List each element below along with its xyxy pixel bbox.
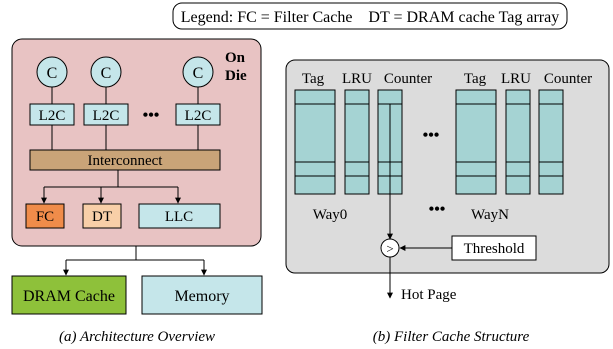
on-die-label-line2: Die	[225, 68, 247, 84]
threshold-label: Threshold	[464, 241, 525, 257]
interconnect-label: Interconnect	[88, 153, 164, 169]
wayn-label: WayN	[471, 207, 509, 223]
l2c-ellipsis: •••	[143, 107, 160, 124]
caption-b: (b) Filter Cache Structure	[373, 329, 530, 345]
memory-box	[141, 275, 263, 315]
legend-box	[172, 2, 568, 30]
hot-page-label: Hot Page	[401, 287, 457, 303]
wayn-lru-array	[505, 89, 531, 195]
llc-label: LLC	[165, 209, 193, 225]
wayn-tag-array	[455, 89, 497, 195]
l2c-1-label: L2C	[39, 108, 66, 124]
way0-label: Way0	[313, 207, 348, 223]
dram-cache-box	[11, 275, 127, 315]
way0-col-counter: Counter	[384, 71, 432, 87]
caption-a: (a) Architecture Overview	[59, 329, 215, 345]
way0-tag-array	[294, 89, 336, 195]
interconnect-bar	[29, 149, 221, 171]
comparator-symbol: >	[386, 241, 393, 256]
llc-box	[138, 203, 221, 229]
wayn-col-counter: Counter	[544, 71, 592, 87]
l2c-3-label: L2C	[185, 108, 212, 124]
fc-box	[25, 203, 65, 229]
memory-label: Memory	[174, 288, 229, 305]
wayn-col-lru: LRU	[501, 71, 531, 87]
core-2-label: C	[101, 65, 112, 82]
l2c-2-label: L2C	[93, 108, 120, 124]
dt-box	[82, 203, 122, 229]
core-3-label: C	[193, 65, 204, 82]
ways-ellipsis-bottom: •••	[429, 201, 446, 218]
wayn-col-tag: Tag	[464, 71, 487, 87]
dt-label: DT	[92, 209, 112, 225]
way0-col-tag: Tag	[302, 71, 325, 87]
core-1-label: C	[47, 65, 58, 82]
fc-label: FC	[36, 209, 54, 225]
way0-lru-array	[344, 89, 370, 195]
legend-text: Legend: FC = Filter Cache DT = DRAM cach…	[181, 9, 559, 26]
way0-col-lru: LRU	[342, 71, 372, 87]
ways-ellipsis-top: •••	[423, 127, 440, 144]
table-row-lines	[295, 103, 563, 177]
dram-cache-label: DRAM Cache	[23, 288, 115, 305]
on-die-label-line1: On	[225, 50, 246, 66]
wayn-counter-array	[538, 89, 564, 195]
